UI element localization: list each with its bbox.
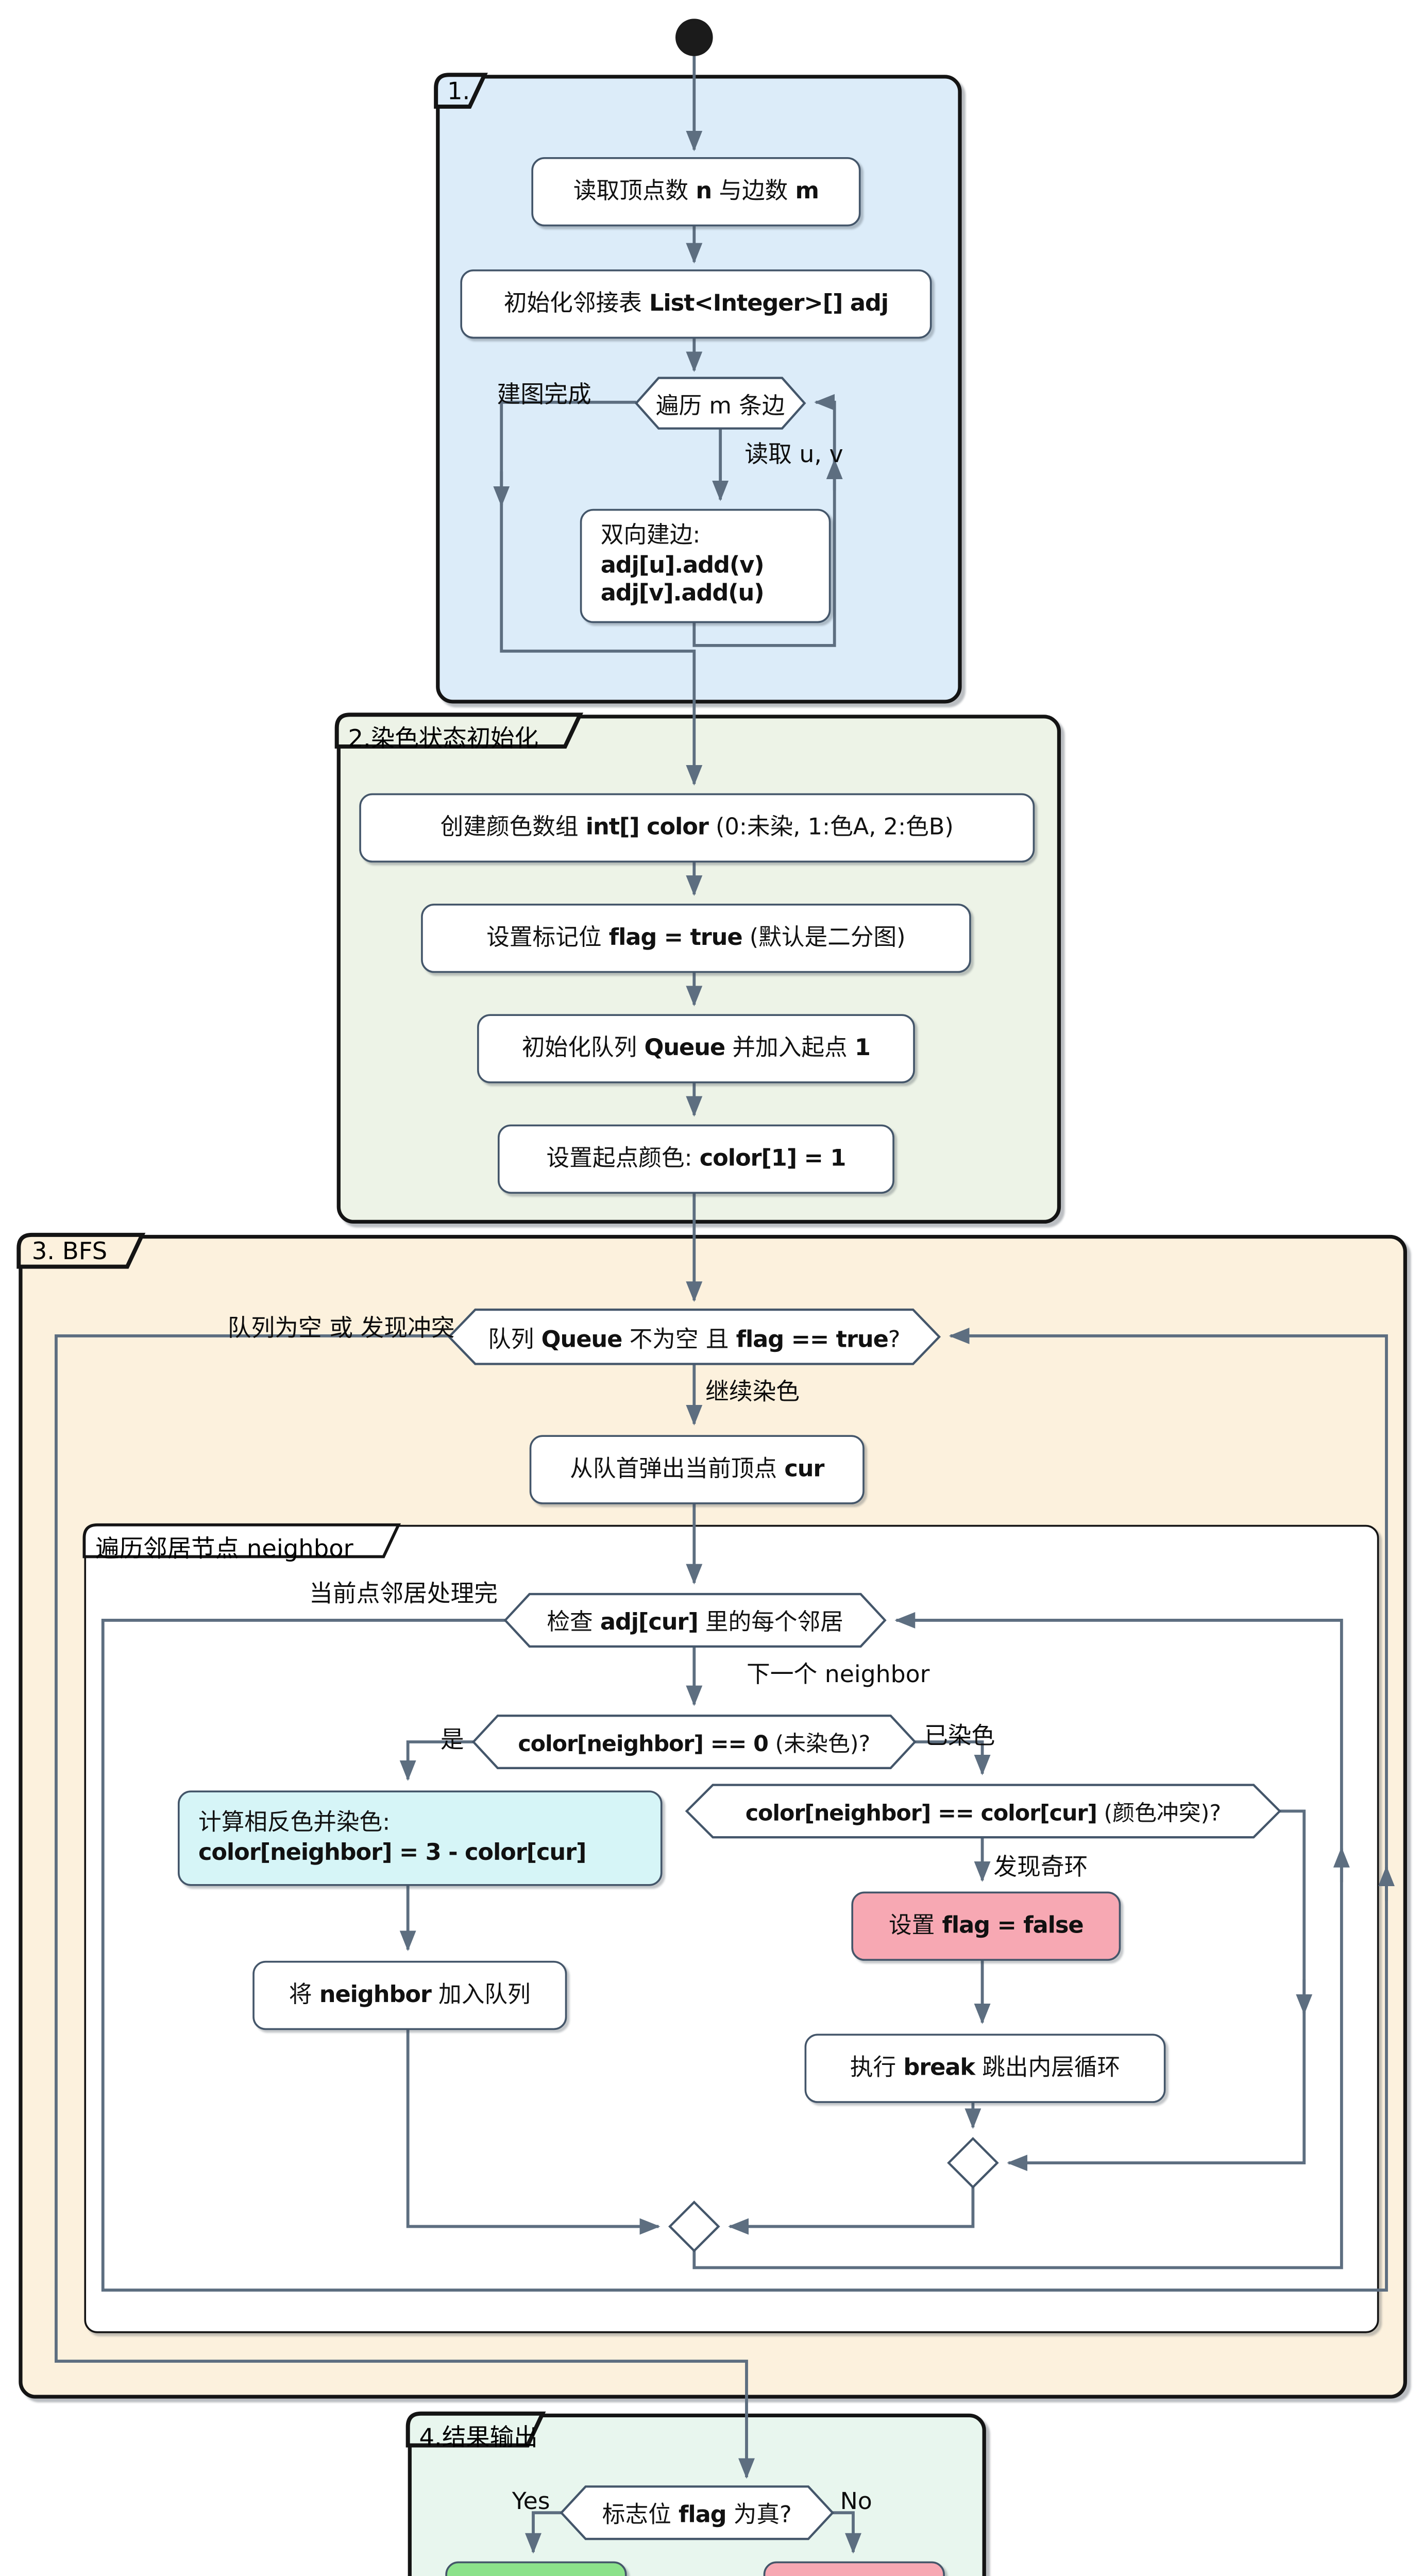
decision-queue-not-empty: 队列 Queue 不为空 且 flag == true? [488,1325,901,1352]
action-create-color-array: 创建颜色数组 int[] color (0:未染, 1:色A, 2:色B) [359,793,1035,863]
action-break-inner-loop: 执行 break 跳出内层循环 [804,2033,1166,2103]
edge-label-odd-cycle: 发现奇环 [993,1852,1088,1880]
edge-label-read-uv: 读取 u, v [744,439,843,468]
section-4-title: 4.结果输出 [419,2424,538,2452]
start-node [675,19,713,56]
edge-label-yes-cn: 是 [440,1725,464,1753]
action-init-adjacency: 初始化邻接表 List<Integer>[] adj [460,269,932,339]
action-set-start-color: 设置起点颜色: color[1] = 1 [498,1124,894,1194]
action-output-no: 输出 "NO" [763,2561,945,2576]
decision-neighbor-uncolored: color[neighbor] == 0 (未染色)? [518,1730,871,1756]
decision-hexagons [447,377,1282,2540]
edge-label-already-colored: 已染色 [924,1721,995,1750]
flow-edges [55,56,1395,2554]
edge-label-empty-or-conflict: 队列为空 或 发现冲突 [227,1313,455,1342]
section-neighbor-loop-title: 遍历邻居节点 neighbor [95,1535,353,1564]
decision-check-adj-cur: 检查 adj[cur] 里的每个邻居 [547,1609,843,1636]
decision-color-conflict: color[neighbor] == color[cur] (颜色冲突)? [745,1799,1222,1825]
section-tabs [16,73,584,2448]
section-neighbor-loop [84,1524,1379,2333]
action-paint-opposite-color: 计算相反色并染色:color[neighbor] = 3 - color[cur… [178,1790,663,1886]
edge-label-continue-coloring: 继续染色 [705,1377,800,1405]
action-set-flag-false: 设置 flag = false [851,1891,1121,1961]
action-read-n-m: 读取顶点数 n 与边数 m [531,157,861,227]
action-set-flag-true: 设置标记位 flag = true (默认是二分图) [421,904,971,973]
section-1-title: 1. [447,77,470,106]
action-pop-cur: 从队首弹出当前顶点 cur [529,1435,865,1504]
action-init-queue: 初始化队列 Queue 并加入起点 1 [477,1014,915,1083]
edge-label-no: No [840,2486,872,2515]
section-3-title: 3. BFS [31,1238,108,1266]
action-output-yes: 输出 "YES" [445,2561,627,2576]
merge-diamonds [668,2137,999,2252]
section-2-title: 2.染色状态初始化 [348,725,539,753]
edge-label-next-neighbor: 下一个 neighbor [747,1659,930,1688]
decision-flag-true: 标志位 flag 为真? [602,2501,792,2528]
edge-label-yes: Yes [512,2486,550,2515]
action-enqueue-neighbor: 将 neighbor 加入队列 [252,1960,567,2030]
decision-loop-m-edges: 遍历 m 条边 [655,392,785,418]
edge-label-neighbors-done: 当前点邻居处理完 [309,1579,498,1607]
edge-label-graph-built: 建图完成 [497,380,591,408]
action-add-edges: 双向建边:adj[u].add(v)adj[v].add(u) [580,509,831,623]
